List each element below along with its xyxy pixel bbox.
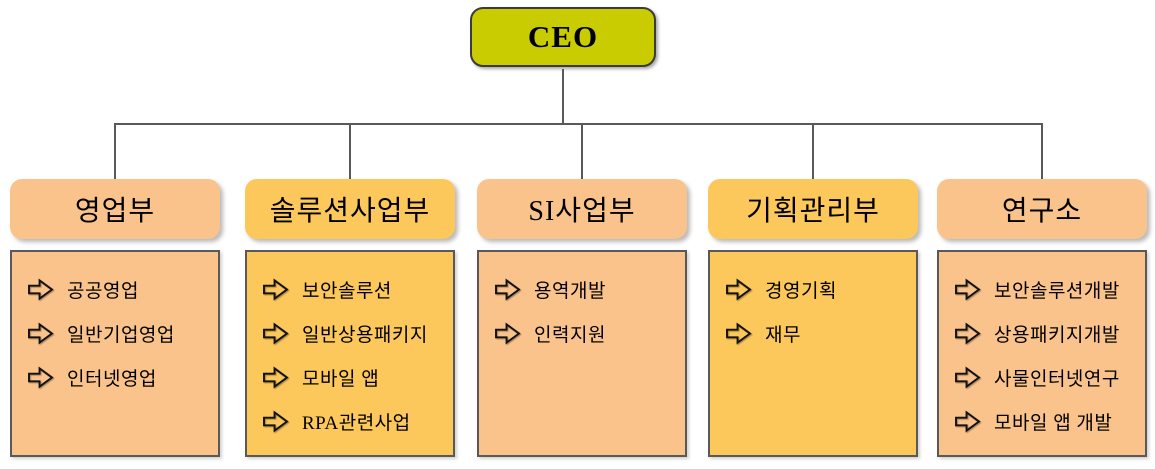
org-item-label: 인터넷영업	[67, 368, 157, 390]
connector-drop-solution	[349, 124, 351, 179]
dept-title: 영업부	[74, 196, 156, 227]
connector-horizontal	[114, 123, 1043, 125]
arrow-right-icon	[725, 322, 752, 345]
dept-body-si-business: 용역개발 인력지원	[477, 250, 687, 457]
dept-column-research-lab: 연구소 보안솔루션개발 상용패키지개발 사물인터넷연구 모바일 앱 개발	[937, 179, 1147, 457]
dept-title: 연구소	[1001, 196, 1083, 227]
org-item: 보안솔루션개발	[954, 267, 1141, 311]
dept-column-planning-management: 기획관리부 경영기획 재무	[708, 179, 918, 457]
arrow-right-icon	[262, 278, 289, 301]
arrow-right-icon	[494, 322, 521, 345]
org-item-label: 일반상용패키지	[302, 324, 428, 346]
org-item: 일반기업영업	[27, 311, 214, 355]
org-item-label: 상용패키지개발	[994, 324, 1120, 346]
dept-body-solution-business: 보안솔루션 일반상용패키지 모바일 앱 RPA관련사업	[245, 250, 455, 457]
arrow-right-icon	[27, 322, 54, 345]
org-item: 일반상용패키지	[262, 311, 449, 355]
arrow-right-icon	[494, 278, 521, 301]
connector-ceo-drop	[562, 69, 564, 123]
connector-drop-si	[581, 124, 583, 179]
dept-title: 솔루션사업부	[269, 196, 431, 227]
org-item: 용역개발	[494, 267, 681, 311]
org-item-label: 용역개발	[534, 280, 606, 302]
dept-header-si-business: SI사업부	[477, 179, 687, 239]
org-item-label: 보안솔루션	[302, 280, 392, 302]
arrow-right-icon	[954, 322, 981, 345]
arrow-right-icon	[954, 410, 981, 433]
org-item-label: 모바일 앱	[302, 368, 380, 390]
org-item-label: 재무	[765, 324, 801, 346]
dept-body-planning-management: 경영기획 재무	[708, 250, 918, 457]
org-item-label: 사물인터넷연구	[994, 368, 1120, 390]
org-item: 모바일 앱	[262, 355, 449, 399]
dept-column-si-business: SI사업부 용역개발 인력지원	[477, 179, 687, 457]
org-item: 보안솔루션	[262, 267, 449, 311]
org-item-label: 모바일 앱 개발	[994, 412, 1113, 434]
dept-header-sales: 영업부	[10, 179, 220, 239]
org-item: 상용패키지개발	[954, 311, 1141, 355]
dept-title: 기획관리부	[746, 196, 880, 227]
arrow-right-icon	[954, 278, 981, 301]
dept-body-sales: 공공영업 일반기업영업 인터넷영업	[10, 250, 220, 457]
org-item-label: 일반기업영업	[67, 324, 175, 346]
connector-drop-sales	[114, 124, 116, 179]
dept-column-solution-business: 솔루션사업부 보안솔루션 일반상용패키지 모바일 앱 RPA관련사업	[245, 179, 455, 457]
arrow-right-icon	[262, 366, 289, 389]
dept-header-planning-management: 기획관리부	[708, 179, 918, 239]
arrow-right-icon	[27, 366, 54, 389]
arrow-right-icon	[262, 322, 289, 345]
org-item: 인력지원	[494, 311, 681, 355]
dept-column-sales: 영업부 공공영업 일반기업영업 인터넷영업	[10, 179, 220, 457]
org-item: 공공영업	[27, 267, 214, 311]
org-item: 모바일 앱 개발	[954, 399, 1141, 443]
org-item-label: 보안솔루션개발	[994, 280, 1120, 302]
ceo-label: CEO	[527, 19, 599, 54]
org-item-label: 공공영업	[67, 280, 139, 302]
org-item: 사물인터넷연구	[954, 355, 1141, 399]
dept-header-solution-business: 솔루션사업부	[245, 179, 455, 239]
dept-body-research-lab: 보안솔루션개발 상용패키지개발 사물인터넷연구 모바일 앱 개발	[937, 250, 1147, 457]
arrow-right-icon	[27, 278, 54, 301]
org-item: 인터넷영업	[27, 355, 214, 399]
arrow-right-icon	[725, 278, 752, 301]
org-item: RPA관련사업	[262, 399, 449, 443]
org-item-label: 경영기획	[765, 280, 837, 302]
dept-header-research-lab: 연구소	[937, 179, 1147, 239]
org-item-label: 인력지원	[534, 324, 606, 346]
org-item: 경영기획	[725, 267, 912, 311]
arrow-right-icon	[262, 410, 289, 433]
connector-drop-research	[1041, 124, 1043, 179]
org-item: 재무	[725, 311, 912, 355]
ceo-node: CEO	[470, 7, 656, 67]
org-item-label: RPA관련사업	[302, 412, 411, 434]
connector-drop-planning	[812, 124, 814, 179]
dept-title: SI사업부	[528, 196, 636, 227]
arrow-right-icon	[954, 366, 981, 389]
